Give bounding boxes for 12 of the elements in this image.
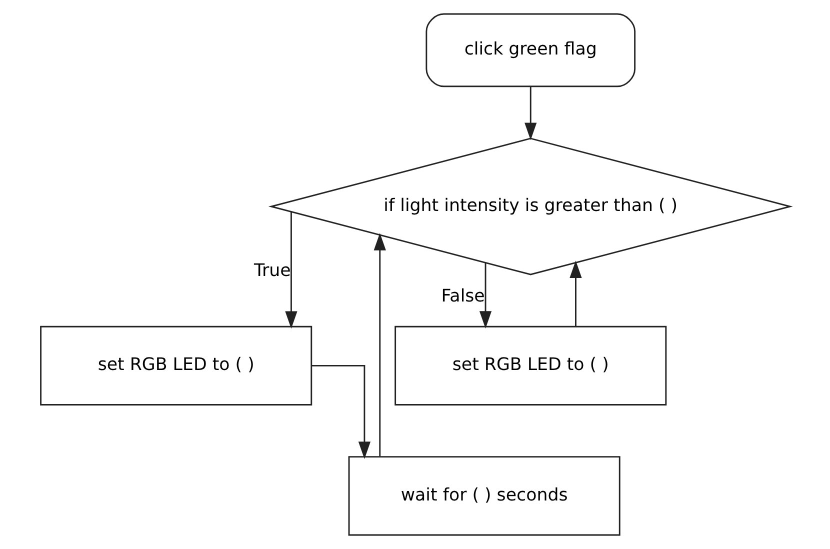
arrow (478, 263, 492, 328)
node-box: wait for ( ) seconds (348, 456, 620, 536)
arrow (569, 260, 582, 326)
arrow (310, 364, 370, 460)
node-box: click green flag (425, 13, 636, 88)
arrow (284, 212, 297, 329)
edge-label: True (253, 260, 290, 281)
node-box: set RGB LED to ( ) (394, 326, 666, 406)
node-box: set RGB LED to ( ) (40, 326, 312, 406)
edge-label: False (440, 286, 484, 306)
arrow (524, 86, 536, 140)
arrow (373, 233, 386, 456)
